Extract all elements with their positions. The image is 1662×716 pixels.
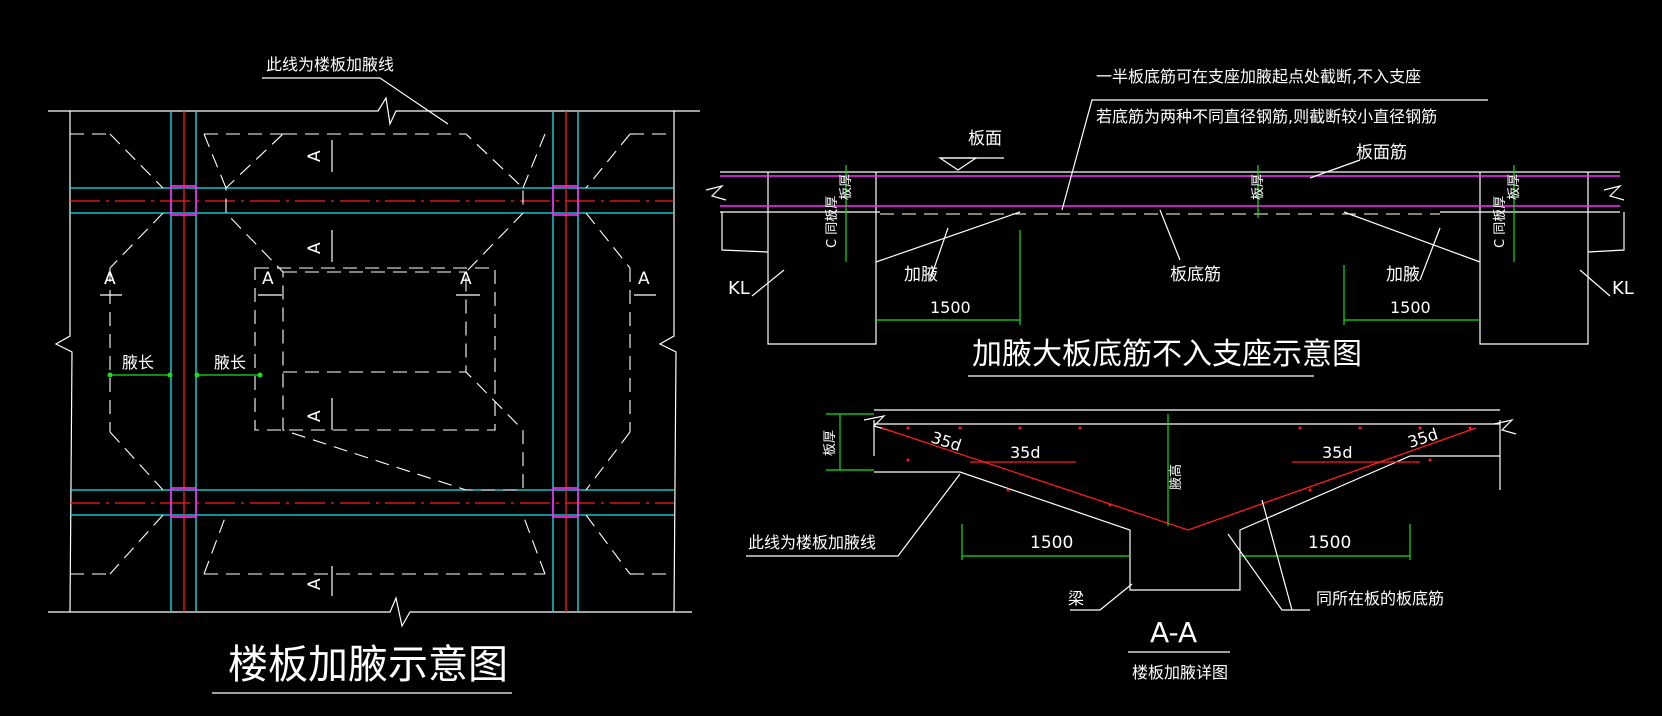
haunch-line-callout: 此线为楼板加腋线 — [748, 533, 876, 552]
thickness-label: 板厚 — [823, 430, 838, 456]
haunch-label: 加腋 — [1386, 265, 1420, 285]
dimension-1500: 1500 — [930, 298, 971, 317]
column — [170, 185, 197, 216]
haunch-thickness-label: C 同板厚 — [825, 196, 840, 248]
section-title: 加腋大板底筋不入支座示意图 — [972, 337, 1362, 372]
note-line-2: 若底筋为两种不同直径钢筋,则截断较小直径钢筋 — [1096, 107, 1437, 126]
kl-label: KL — [1612, 278, 1634, 299]
haunch-thickness-label: C 同板厚 — [1493, 196, 1508, 248]
plan-top-edge — [48, 96, 700, 127]
aa-title: A-A — [1150, 616, 1197, 649]
dimension-1500: 1500 — [1308, 533, 1351, 553]
plan-right-edge — [658, 111, 677, 613]
thickness-label: 板厚 — [1507, 174, 1522, 200]
haunch-label: 加腋 — [904, 265, 938, 285]
plan-callout: 此线为楼板加腋线 — [266, 55, 394, 74]
section-marks: A A A A A A A A — [100, 140, 656, 596]
section-mark: A — [638, 269, 650, 289]
plan-title: 楼板加腋示意图 — [228, 642, 508, 688]
haunch-length-label: 腋长 — [122, 353, 154, 372]
slab-face-label: 板面 — [968, 129, 1002, 149]
lap-length: 35d — [1405, 424, 1440, 451]
haunch-length-label: 腋长 — [214, 353, 246, 372]
lap-length: 35d — [1322, 443, 1353, 462]
aa-subtitle: 楼板加腋详图 — [1132, 663, 1228, 682]
haunch-slab-section: 板厚 板厚 板厚 C 同板厚 C 同板厚 1500 1500 板面 板面筋 板底… — [705, 67, 1634, 377]
haunch-height-label: 腋高 — [1168, 464, 1184, 490]
plan-left-edge — [54, 111, 73, 613]
section-mark: A — [305, 578, 325, 590]
top-rebar-label: 板面筋 — [1356, 143, 1407, 163]
haunch-line-center — [225, 133, 524, 491]
beam-callout: 梁 — [1068, 589, 1084, 608]
dimension-1500: 1500 — [1390, 298, 1431, 317]
plan-bottom-edge — [48, 596, 692, 628]
dimension-1500: 1500 — [1030, 533, 1073, 553]
thickness-label: 板厚 — [839, 174, 854, 200]
section-mark: A — [305, 242, 325, 254]
note-line-1: 一半板底筋可在支座加腋起点处截断,不入支座 — [1096, 67, 1421, 86]
column — [552, 185, 579, 216]
section-mark: A — [262, 269, 274, 289]
section-mark: A — [305, 150, 325, 162]
column — [170, 487, 197, 518]
thickness-label: 板厚 — [1251, 174, 1266, 200]
lap-length: 35d — [929, 428, 964, 455]
haunch-line-inner — [254, 267, 496, 431]
slab-haunch-plan: A A A A A A A A 腋长 腋长 此线为楼板加腋线 楼板加 — [48, 55, 700, 694]
lap-length: 35d — [1010, 443, 1041, 462]
section-mark: A — [305, 410, 325, 422]
kl-label: KL — [728, 278, 750, 299]
rebar-callout: 同所在板的板底筋 — [1316, 589, 1444, 608]
bottom-rebar-label: 板底筋 — [1170, 265, 1221, 285]
aa-section: 板厚 腋高 1500 1500 35d 35d 35d 35d 此线为楼板加腋线… — [746, 409, 1517, 682]
column — [552, 487, 579, 518]
section-mark: A — [460, 269, 472, 289]
section-mark: A — [104, 269, 116, 289]
